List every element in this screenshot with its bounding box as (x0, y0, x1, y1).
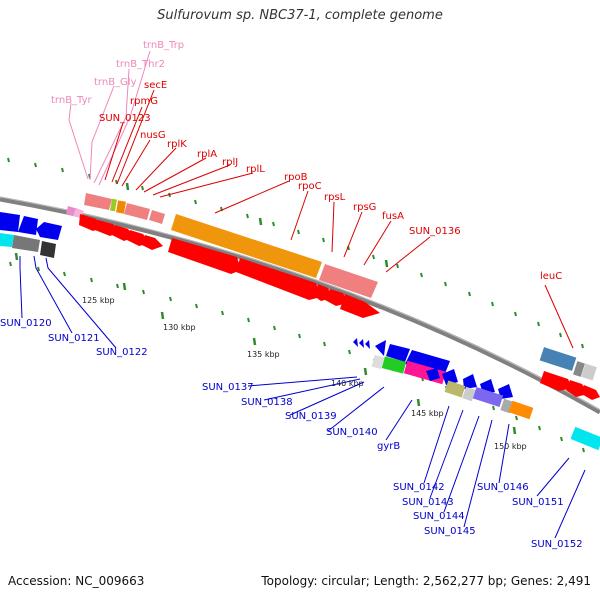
gene-label-fusa[interactable]: fusA (382, 211, 404, 222)
scale-label-140kbp: 140 kbp (331, 379, 364, 388)
gene-label-trnb-trp[interactable]: trnB_Trp (143, 40, 184, 51)
gene-block-sun0123[interactable] (84, 193, 112, 210)
reverse-callout-lines (19, 255, 586, 539)
leuc-region-genes[interactable] (539, 347, 600, 400)
gene-block-nusg[interactable] (109, 198, 117, 212)
gene-label-rplj[interactable]: rplJ (222, 157, 238, 168)
map-title: Sulfurovum sp. NBC37-1, complete genome (157, 8, 443, 23)
gene-label-trnb-gly[interactable]: trnB_Gly (94, 77, 137, 88)
gene-label-sun0142[interactable]: SUN_0142 (393, 482, 445, 493)
scale-label-135kbp: 135 kbp (247, 350, 280, 359)
gene-label-rpsl[interactable]: rpsL (324, 192, 346, 203)
gene-label-sun0145[interactable]: SUN_0145 (424, 526, 476, 537)
gene-label-sun0138[interactable]: SUN_0138 (241, 397, 293, 408)
scale-label-125kbp: 125 kbp (82, 296, 115, 305)
outer-tick-row (7, 157, 584, 349)
gene-label-rpmg[interactable]: rpmG (130, 96, 158, 107)
gene-label-sun0137[interactable]: SUN_0137 (202, 382, 254, 393)
gene-label-sun0151[interactable]: SUN_0151 (512, 497, 564, 508)
gene-label-sun0123[interactable]: SUN_0123 (99, 113, 151, 124)
gene-label-sun0122[interactable]: SUN_0122 (96, 347, 148, 358)
forward-strand-features (66, 193, 600, 400)
gene-label-sece[interactable]: secE (144, 80, 167, 91)
gene-label-rpla[interactable]: rplA (197, 149, 217, 160)
gene-block-rpla[interactable] (124, 203, 150, 220)
gene-label-rpoc[interactable]: rpoC (298, 181, 322, 192)
gene-label-leuc[interactable]: leuC (540, 271, 562, 282)
gene-label-rpsg[interactable]: rpsG (353, 202, 376, 213)
gene-label-sun0139[interactable]: SUN_0139 (285, 411, 337, 422)
gene-label-gyrb[interactable]: gyrB (377, 441, 400, 452)
scale-label-150kbp: 150 kbp (494, 442, 527, 451)
gene-label-sun0120[interactable]: SUN_0120 (0, 318, 52, 329)
gene-label-rpll[interactable]: rplL (246, 164, 265, 175)
gene-block-rplj[interactable] (149, 210, 165, 224)
reverse-strand-features-right[interactable] (353, 338, 600, 451)
trna-callout-lines (68, 50, 151, 186)
gene-label-sun0140[interactable]: SUN_0140 (326, 427, 378, 438)
forward-callout-lines (104, 89, 574, 349)
gene-label-trnb-tyr[interactable]: trnB_Tyr (51, 95, 93, 106)
gene-label-rpob[interactable]: rpoB (284, 172, 308, 183)
scale-label-130kbp: 130 kbp (163, 323, 196, 332)
forward-gene-arrows-row1[interactable] (79, 214, 380, 318)
genome-backbone-highlight (0, 196, 600, 411)
genome-summary-text: Topology: circular; Length: 2,562,277 bp… (261, 574, 591, 588)
accession-text: Accession: NC_009663 (8, 574, 145, 588)
gene-label-sun0152[interactable]: SUN_0152 (531, 539, 583, 550)
gene-label-rplk[interactable]: rplK (167, 139, 187, 150)
gene-block-rpob[interactable] (171, 214, 322, 278)
gene-label-sun0136[interactable]: SUN_0136 (409, 226, 461, 237)
reverse-strand-features-left[interactable] (0, 212, 62, 258)
gene-label-sun0121[interactable]: SUN_0121 (48, 333, 100, 344)
gene-label-sun0146[interactable]: SUN_0146 (477, 482, 529, 493)
gene-label-sun0144[interactable]: SUN_0144 (413, 511, 465, 522)
gene-block-rpoc[interactable] (319, 264, 378, 298)
gene-block-rplk[interactable] (116, 200, 126, 214)
gene-label-trnb-thr2[interactable]: trnB_Thr2 (116, 59, 165, 70)
gene-label-sun0143[interactable]: SUN_0143 (402, 497, 454, 508)
genome-backbone (0, 196, 600, 415)
gene-label-nusg[interactable]: nusG (140, 130, 166, 141)
scale-label-145kbp: 145 kbp (411, 409, 444, 418)
